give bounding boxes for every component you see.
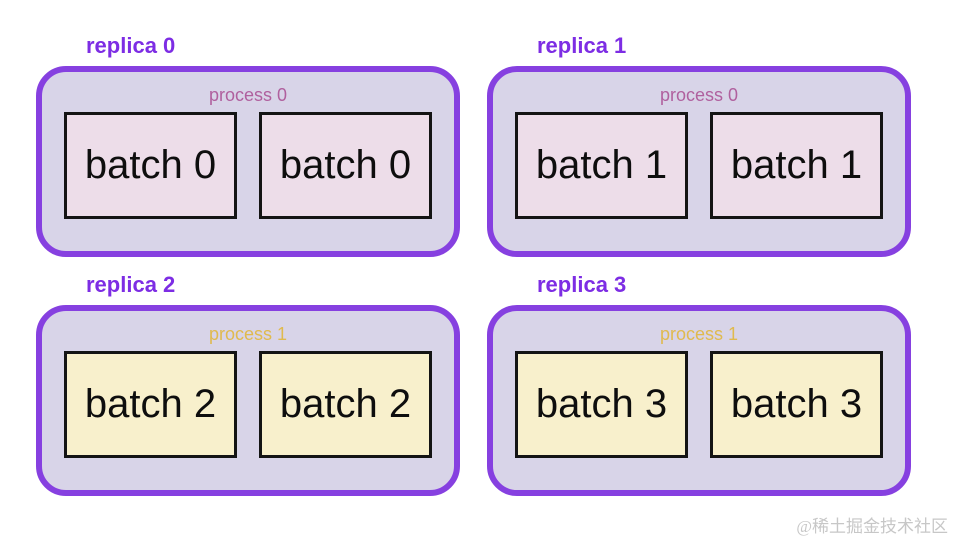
process-label: process 0 [659,85,739,105]
batch-row: batch 3 batch 3 [493,351,905,458]
batch-row: batch 1 batch 1 [493,112,905,219]
replica-group-0: replica 0 process 0 batch 0 batch 0 [36,32,460,257]
batch-box: batch 0 [259,112,432,219]
replica-label: replica 2 [86,272,176,297]
process-container: process 0 batch 1 batch 1 [487,66,911,257]
replica-group-2: replica 2 process 1 batch 2 batch 2 [36,271,460,496]
watermark: @稀土掘金技术社区 [796,517,948,536]
process-container: process 0 batch 0 batch 0 [36,66,460,257]
replica-label: replica 1 [537,33,627,58]
process-label: process 1 [208,324,288,344]
replica-label: replica 3 [537,272,627,297]
replica-label: replica 0 [86,33,176,58]
process-container: process 1 batch 2 batch 2 [36,305,460,496]
process-label: process 1 [659,324,739,344]
batch-box: batch 2 [259,351,432,458]
batch-row: batch 2 batch 2 [42,351,454,458]
batch-row: batch 0 batch 0 [42,112,454,219]
process-container: process 1 batch 3 batch 3 [487,305,911,496]
batch-box: batch 0 [64,112,237,219]
replica-group-1: replica 1 process 0 batch 1 batch 1 [487,32,911,257]
batch-box: batch 1 [515,112,688,219]
replica-group-3: replica 3 process 1 batch 3 batch 3 [487,271,911,496]
process-label: process 0 [208,85,288,105]
batch-box: batch 1 [710,112,883,219]
batch-box: batch 2 [64,351,237,458]
batch-box: batch 3 [515,351,688,458]
batch-box: batch 3 [710,351,883,458]
